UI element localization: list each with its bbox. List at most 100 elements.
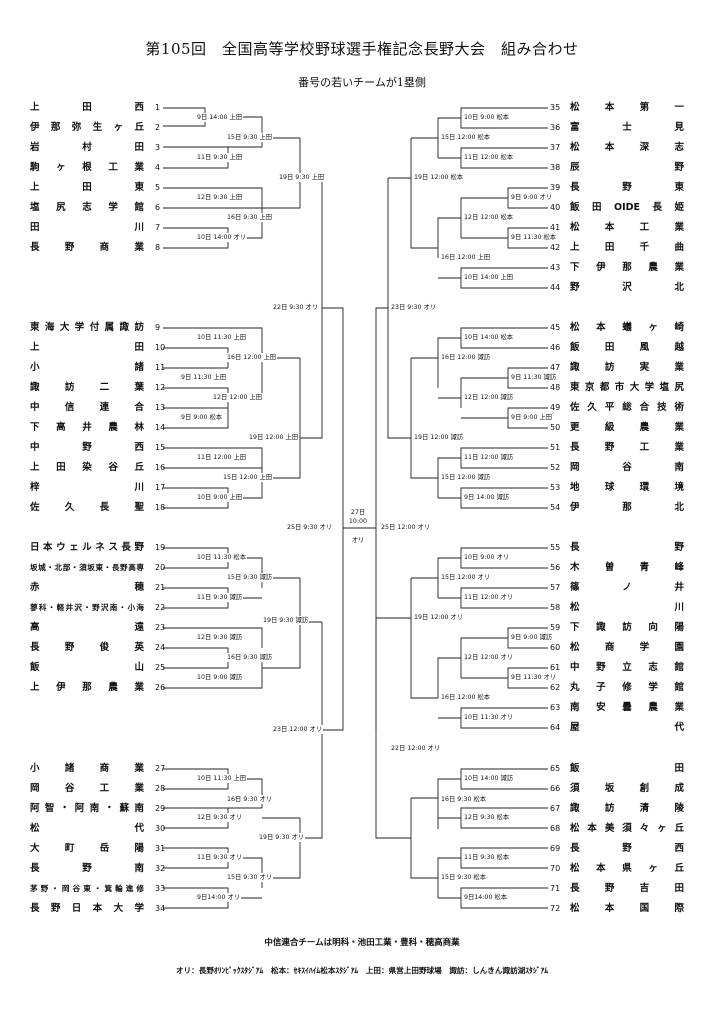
team-number: 60 [550, 643, 561, 652]
team-name: 中野立志館 [570, 662, 684, 673]
team-number: 13 [155, 403, 166, 412]
team-number: 56 [550, 563, 561, 572]
team-name: 長野 [570, 542, 684, 553]
team-number: 52 [550, 463, 561, 472]
game-label: 11日 9:30 オリ [196, 853, 244, 862]
game-label: 10日 11:30 松本 [196, 553, 248, 562]
team-number: 43 [550, 263, 561, 272]
team-number: 16 [155, 463, 166, 472]
team-number: 58 [550, 603, 561, 612]
team-name: 東京都市大学塩尻 [570, 382, 684, 393]
team-name: 更級農業 [570, 422, 684, 433]
team-name: 蓼科・軽井沢・野沢南・小海 [30, 603, 144, 612]
final-game-label: 27日 10:00 オリ [344, 508, 372, 545]
team-name: 塩尻志学館 [30, 202, 144, 213]
game-label: 12日 9:30 オリ [196, 813, 244, 822]
team-number: 66 [550, 784, 561, 793]
team-number: 47 [550, 363, 561, 372]
game-label: 12日 9:30 諏訪 [196, 633, 244, 642]
team-number: 35 [550, 103, 561, 112]
team-name: 松本蟻ヶ崎 [570, 322, 684, 333]
game-label: 19日 9:30 上田 [278, 173, 326, 182]
team-number: 67 [550, 804, 561, 813]
team-name: 長野商業 [30, 242, 144, 253]
team-number: 53 [550, 483, 561, 492]
page-subtitle: 番号の若いチームが1塁側 [298, 76, 426, 89]
game-label: 15日 12:00 オリ [440, 573, 492, 582]
team-number: 65 [550, 764, 561, 773]
team-name: 岩村田 [30, 142, 144, 153]
page-title: 第105回 全国高等学校野球選手権記念長野大会 組み合わせ [145, 40, 579, 58]
game-label: 9日 11:30 諏訪 [510, 373, 558, 382]
team-number: 5 [155, 183, 161, 192]
team-number: 34 [155, 904, 166, 913]
team-number: 29 [155, 804, 166, 813]
game-label: 11日 12:00 松本 [463, 153, 515, 162]
team-number: 38 [550, 163, 561, 172]
team-name: 坂城・北部・須坂東・長野高専 [30, 563, 144, 572]
team-name: 諏訪二葉 [30, 382, 144, 393]
game-label: 19日 9:30 諏訪 [262, 616, 310, 625]
game-label: 19日 9:30 オリ [258, 833, 306, 842]
team-number: 71 [550, 884, 561, 893]
team-number: 45 [550, 323, 561, 332]
team-number: 10 [155, 343, 166, 352]
team-number: 24 [155, 643, 166, 652]
team-name: 岡谷南 [570, 462, 684, 473]
team-name: 大町岳陽 [30, 843, 144, 854]
game-label: 12日 9:30 松本 [463, 813, 511, 822]
team-name: 田川 [30, 222, 144, 233]
team-name: 諏訪清陵 [570, 803, 684, 814]
team-name: 日本ウェルネス長野 [30, 542, 144, 553]
team-name: 木曽青峰 [570, 562, 684, 573]
team-name: 長野工業 [570, 442, 684, 453]
team-name: 屋代 [570, 722, 684, 733]
team-number: 57 [550, 583, 561, 592]
game-label: 9日 11:30 上田 [180, 373, 228, 382]
team-name: 伊那弥生ヶ丘 [30, 122, 144, 133]
team-name: 下諏訪向陽 [570, 622, 684, 633]
team-number: 11 [155, 363, 166, 372]
team-number: 68 [550, 824, 561, 833]
team-number: 12 [155, 383, 166, 392]
team-name: 伊那北 [570, 502, 684, 513]
game-label: 12日 12:00 諏訪 [463, 393, 515, 402]
game-label: 10日 11:30 上田 [196, 333, 248, 342]
game-label: 10日 11:30 オリ [463, 713, 515, 722]
team-number: 64 [550, 723, 561, 732]
team-number: 59 [550, 623, 561, 632]
game-label: 23日 9:30 オリ [390, 303, 438, 312]
game-label: 16日 12:00 上田 [226, 353, 278, 362]
team-name: 上田西 [30, 102, 144, 113]
team-number: 22 [155, 603, 166, 612]
game-label: 10日 14:00 上田 [463, 273, 515, 282]
team-number: 4 [155, 163, 161, 172]
team-name: 松代 [30, 823, 144, 834]
team-name: 松本国際 [570, 903, 684, 914]
team-number: 23 [155, 623, 166, 632]
team-number: 6 [155, 203, 161, 212]
game-label: 10日 9:00 上田 [196, 493, 244, 502]
final-date: 27日 [350, 509, 366, 516]
team-number: 48 [550, 383, 561, 392]
team-name: 上田千曲 [570, 242, 684, 253]
team-number: 21 [155, 583, 166, 592]
team-name: 東海大学付属諏訪 [30, 322, 144, 333]
game-label: 19日 12:00 上田 [248, 433, 300, 442]
team-number: 27 [155, 764, 166, 773]
game-label: 15日 9:30 オリ [226, 873, 274, 882]
team-number: 55 [550, 543, 561, 552]
team-name: 富士見 [570, 122, 684, 133]
game-label: 10日 14:00 松本 [463, 333, 515, 342]
game-label: 15日 12:00 上田 [222, 473, 274, 482]
team-name: 上伊那農業 [30, 682, 144, 693]
team-name: 長野東 [570, 182, 684, 193]
team-name: 阿智・阿南・蘇南 [30, 803, 144, 814]
team-name: 松本第一 [570, 102, 684, 113]
game-label: 10日 14:00 諏訪 [463, 774, 515, 783]
team-number: 40 [550, 203, 561, 212]
game-label: 9日 14:00 諏訪 [463, 493, 511, 502]
game-label: 16日 9:30 松本 [440, 795, 488, 804]
team-number: 44 [550, 283, 561, 292]
